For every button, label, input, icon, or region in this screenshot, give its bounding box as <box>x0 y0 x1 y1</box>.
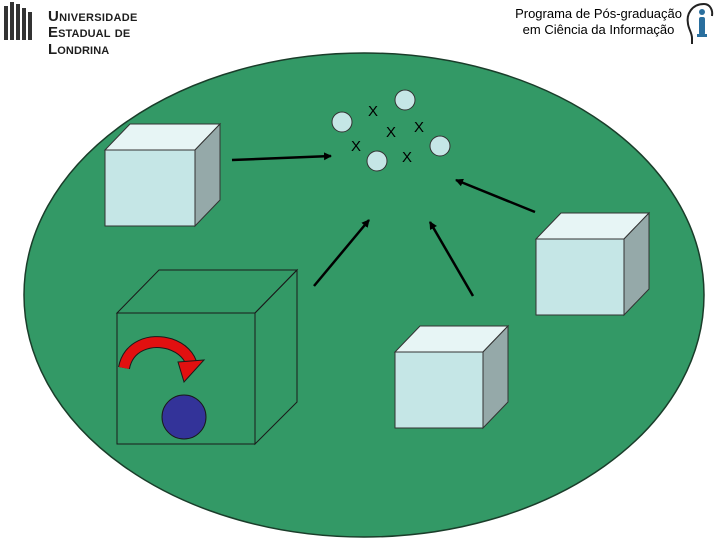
small-circle <box>331 111 353 133</box>
small-circle <box>394 89 416 111</box>
x-mark: X <box>368 103 378 120</box>
university-name-line1: Universidade <box>48 8 138 25</box>
arrow-from-right-cube <box>455 178 536 214</box>
program-title: Programa de Pós-graduação em Ciência da … <box>515 6 682 38</box>
arrow-from-top-left-cube <box>231 152 332 162</box>
program-head-icon <box>686 3 714 44</box>
university-logo: Universidade Estadual de Londrina <box>0 0 190 58</box>
arrow-from-large-cube <box>313 219 370 287</box>
cube-right <box>534 211 651 317</box>
cube-bottom-center <box>393 324 510 430</box>
x-mark: X <box>414 119 424 136</box>
university-tree-icon <box>4 2 32 40</box>
arrow-from-bottom-cube <box>428 221 475 297</box>
red-cycle-arrow <box>118 336 206 383</box>
program-title-line2: em Ciência da Informação <box>522 22 675 37</box>
small-circle <box>366 150 388 172</box>
x-mark: X <box>386 124 396 141</box>
blue-ball <box>161 394 207 440</box>
x-mark: X <box>351 138 361 155</box>
x-mark: X <box>402 149 412 166</box>
small-circle <box>429 135 451 157</box>
program-title-line1: Programa de Pós-graduação <box>515 6 682 21</box>
cube-top-left <box>103 122 222 228</box>
university-name-line2: Estadual de Londrina <box>48 24 131 58</box>
large-outlined-cube <box>115 268 299 446</box>
